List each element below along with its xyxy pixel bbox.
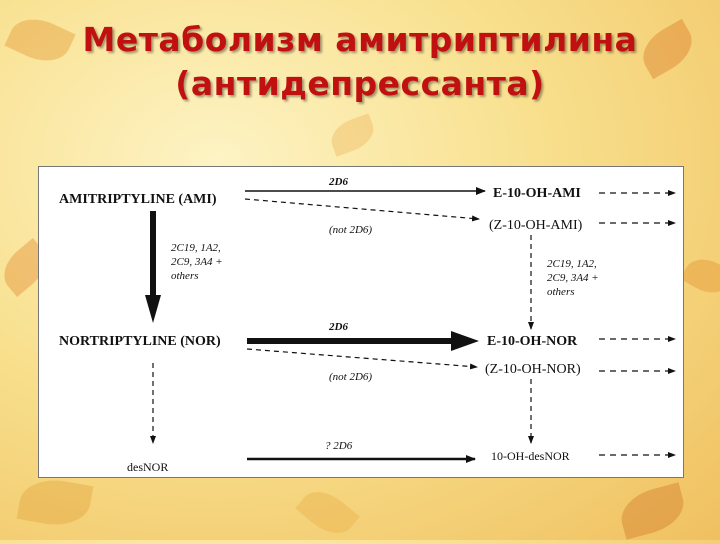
autumn-leaf (16, 474, 94, 531)
label-z-10-oh-nor: (Z-10-OH-NOR) (485, 362, 581, 377)
arrow-nor-to-z-oh-nor (246, 348, 478, 370)
enzyme-2d6-top: 2D6 (328, 176, 348, 188)
enzyme-not-2d6-mid: (not 2D6) (329, 371, 372, 383)
cyp-left-line-2: 2C9, 3A4 + (171, 256, 223, 268)
cyp-left-line-3: others (171, 270, 199, 282)
enzyme-2d6-mid: 2D6 (328, 321, 348, 333)
diagram-svg: AMITRIPTYLINE (AMI) NORTRIPTYLINE (NOR) … (59, 176, 676, 474)
arrow-ami-to-z-oh-ami (244, 198, 480, 222)
label-z-10-oh-ami: (Z-10-OH-AMI) (489, 218, 583, 233)
label-e-10-oh-ami: E-10-OH-AMI (493, 186, 581, 201)
cyp-left-line-1: 2C19, 1A2, (171, 242, 221, 254)
label-desnor: desNOR (127, 460, 168, 474)
cyp-right-line-1: 2C19, 1A2, (547, 258, 597, 270)
label-10-oh-desnor: 10-OH-desNOR (491, 449, 570, 463)
autumn-leaf (615, 482, 690, 540)
autumn-leaf (680, 250, 720, 302)
metabolism-diagram: AMITRIPTYLINE (AMI) NORTRIPTYLINE (NOR) … (38, 166, 684, 478)
title-line-1: Метаболизм амитриптилина (82, 20, 638, 59)
enzyme-q-2d6: ? 2D6 (325, 440, 353, 452)
title-line-2: (антидепрессанта) (175, 64, 545, 103)
arrow-ami-to-nor-head (145, 295, 161, 323)
label-amitriptyline: AMITRIPTYLINE (AMI) (59, 192, 217, 207)
label-e-10-oh-nor: E-10-OH-NOR (487, 334, 578, 349)
slide-title: Метаболизм амитриптилина (антидепрессант… (0, 18, 720, 106)
cyp-right-line-2: 2C9, 3A4 + (547, 272, 599, 284)
cyp-right-line-3: others (547, 286, 575, 298)
enzyme-not-2d6-top: (not 2D6) (329, 224, 372, 236)
label-nortriptyline: NORTRIPTYLINE (NOR) (59, 334, 221, 349)
autumn-leaf (295, 481, 360, 544)
autumn-leaf (326, 113, 379, 157)
arrow-nor-to-e-oh-nor-head (451, 331, 479, 351)
